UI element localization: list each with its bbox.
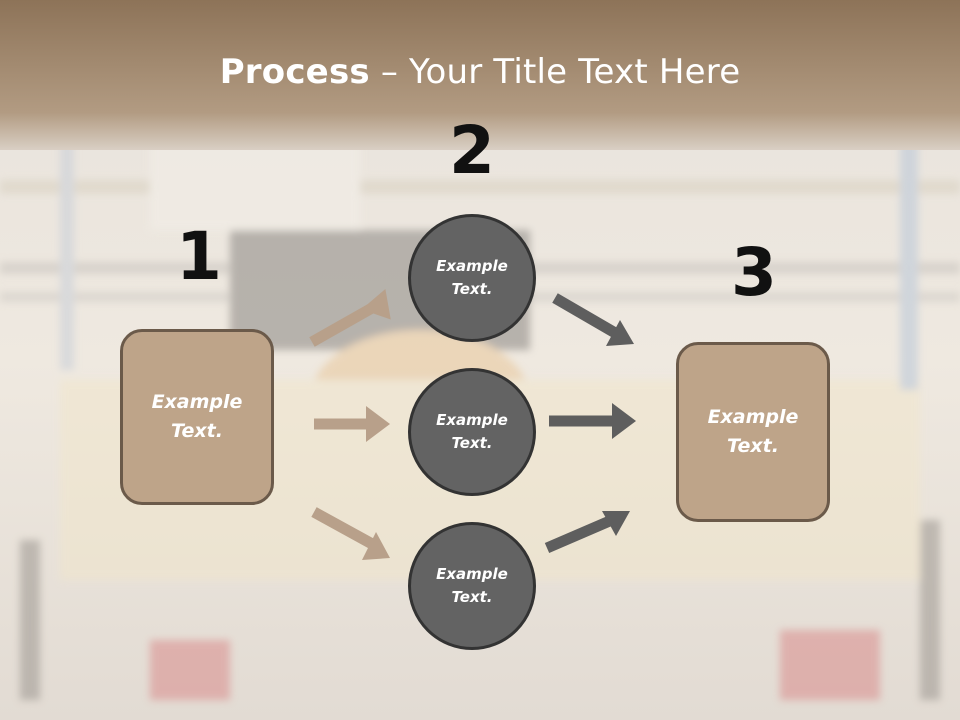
right-box-label: Example Text. <box>707 406 799 457</box>
circle-middle: Example Text. <box>408 368 536 496</box>
circle-bottom-label: Example Text. <box>436 565 508 606</box>
step-number-2: 2 <box>449 112 495 189</box>
step-number-1: 1 <box>176 218 222 295</box>
circle-middle-label: Example Text. <box>436 411 508 452</box>
step-number-3: 3 <box>731 234 777 311</box>
arrow-left-to-bottom <box>311 507 390 560</box>
arrow-bottom-to-right <box>544 511 630 554</box>
left-step-box: Example Text. <box>120 329 274 505</box>
arrow-left-to-top <box>309 288 391 347</box>
arrow-left-to-middle <box>314 406 390 442</box>
arrow-middle-to-right <box>549 403 636 439</box>
circle-top-label: Example Text. <box>436 257 508 298</box>
title-bold: Process <box>219 52 370 92</box>
arrow-top-to-right <box>552 293 634 346</box>
left-box-label: Example Text. <box>151 391 243 442</box>
right-step-box: Example Text. <box>676 342 830 522</box>
circle-bottom: Example Text. <box>408 522 536 650</box>
title-rest: – Your Title Text Here <box>369 52 741 92</box>
slide-title: Process – Your Title Text Here <box>0 52 960 92</box>
circle-top: Example Text. <box>408 214 536 342</box>
